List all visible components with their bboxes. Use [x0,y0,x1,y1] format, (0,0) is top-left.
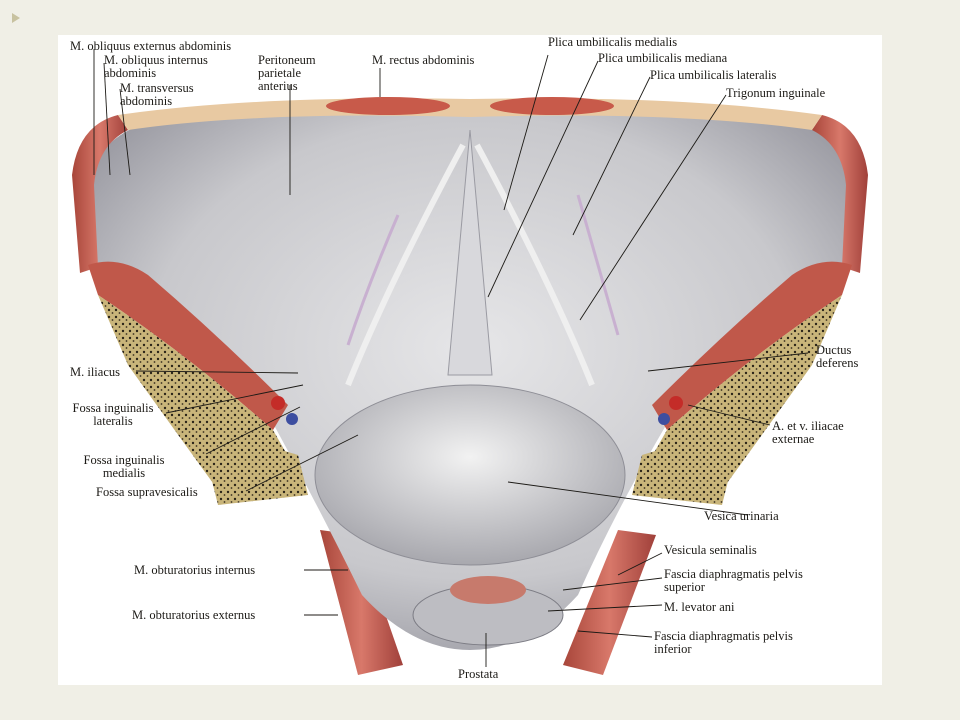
slide-bullet-icon [12,13,20,23]
label-prostata: Prostata [458,667,499,681]
label-fascia-inferior-line2: inferior [654,642,692,656]
label-trigonum: Trigonum inguinale [726,86,826,100]
label-obliquus-internus: M. obliquus internus abdominis [104,54,208,80]
label-fossa-lateralis-line1: Fossa inguinalis [72,401,154,415]
leader-lines [93,49,809,667]
label-peritoneum-line1: Peritoneum [258,53,316,67]
plica-mediana-shape [447,129,493,376]
label-iliacae-line1: A. et v. iliacae [772,419,844,433]
label-levator: M. levator ani [664,600,735,614]
plica-medialis-right-shape [474,143,595,387]
obturator-right-shape [563,530,656,675]
label-rectus: M. rectus abdominis [372,53,475,67]
label-plica-lateralis: Plica umbilicalis lateralis [650,68,777,82]
abdominal-wall-right [812,115,868,273]
pubis-right [632,425,742,505]
seminal-vesicle-shape [450,576,526,604]
rectus-right-shape [490,97,614,115]
label-peritoneum: Peritoneum parietale anterius [258,54,316,93]
rectus-left-shape [326,97,450,115]
vein-left [286,413,298,425]
anatomy-illustration [72,49,868,675]
label-fossa-lateralis-line2: lateralis [93,414,133,428]
label-transversus: M. transversus abdominis [120,82,194,108]
label-ductus-line2: deferens [816,356,859,370]
iliacus-right-shape [652,261,852,430]
label-ductus: Ductus deferens [816,344,858,370]
iliacus-left-shape [88,261,288,430]
label-fascia-inferior-line1: Fascia diaphragmatis pelvis [654,629,793,643]
plica-lateralis-right-shape [576,194,620,336]
label-fascia-inferior: Fascia diaphragmatis pelvis inferior [654,630,793,656]
label-fossa-lateralis: Fossa inguinalis lateralis [60,402,166,428]
artery-left [271,396,285,410]
label-obturatorius-internus: M. obturatorius internus [134,563,256,577]
label-iliacae: A. et v. iliacae externae [772,420,844,446]
label-fossa-medialis-line1: Fossa inguinalis [83,453,165,467]
abdominal-wall-left [72,115,128,273]
label-obturatorius-externus: M. obturatorius externus [132,608,256,622]
label-plica-mediana: Plica umbilicalis mediana [598,51,728,65]
anatomy-plate: M. obliquus externus abdominis M. obliqu… [58,35,882,685]
label-fossa-medialis: Fossa inguinalis medialis [66,454,182,480]
plica-medialis-left-shape [345,143,466,387]
label-iliacae-line2: externae [772,432,815,446]
label-fossa-medialis-line2: medialis [102,466,146,480]
label-obliquus-internus-line1: M. obliquus internus [104,53,208,67]
label-fossa-supravesicalis: Fossa supravesicalis [96,485,198,499]
plica-lateralis-left-shape [346,214,400,346]
label-obliquus-internus-line2: abdominis [104,66,157,80]
label-fascia-superior-line2: superior [664,580,705,594]
artery-right [669,396,683,410]
label-ductus-line1: Ductus [816,343,852,357]
label-peritoneum-line3: anterius [258,79,298,93]
rectus-band [118,98,822,130]
label-fascia-superior: Fascia diaphragmatis pelvis superior [664,568,803,594]
bladder-shape [314,384,626,566]
obturator-left-shape [320,530,403,675]
label-transversus-line1: M. transversus [120,81,194,95]
label-transversus-line2: abdominis [120,94,173,108]
label-peritoneum-line2: parietale [258,66,302,80]
label-obliquus-externus: M. obliquus externus abdominis [70,39,232,53]
label-iliacus: M. iliacus [70,365,120,379]
label-vesicula: Vesicula seminalis [664,543,757,557]
pubis-left [198,425,308,505]
label-plica-medialis: Plica umbilicalis medialis [548,35,678,49]
label-vesica: Vesica urinaria [704,509,779,523]
label-fascia-superior-line1: Fascia diaphragmatis pelvis [664,567,803,581]
vein-right [658,413,670,425]
